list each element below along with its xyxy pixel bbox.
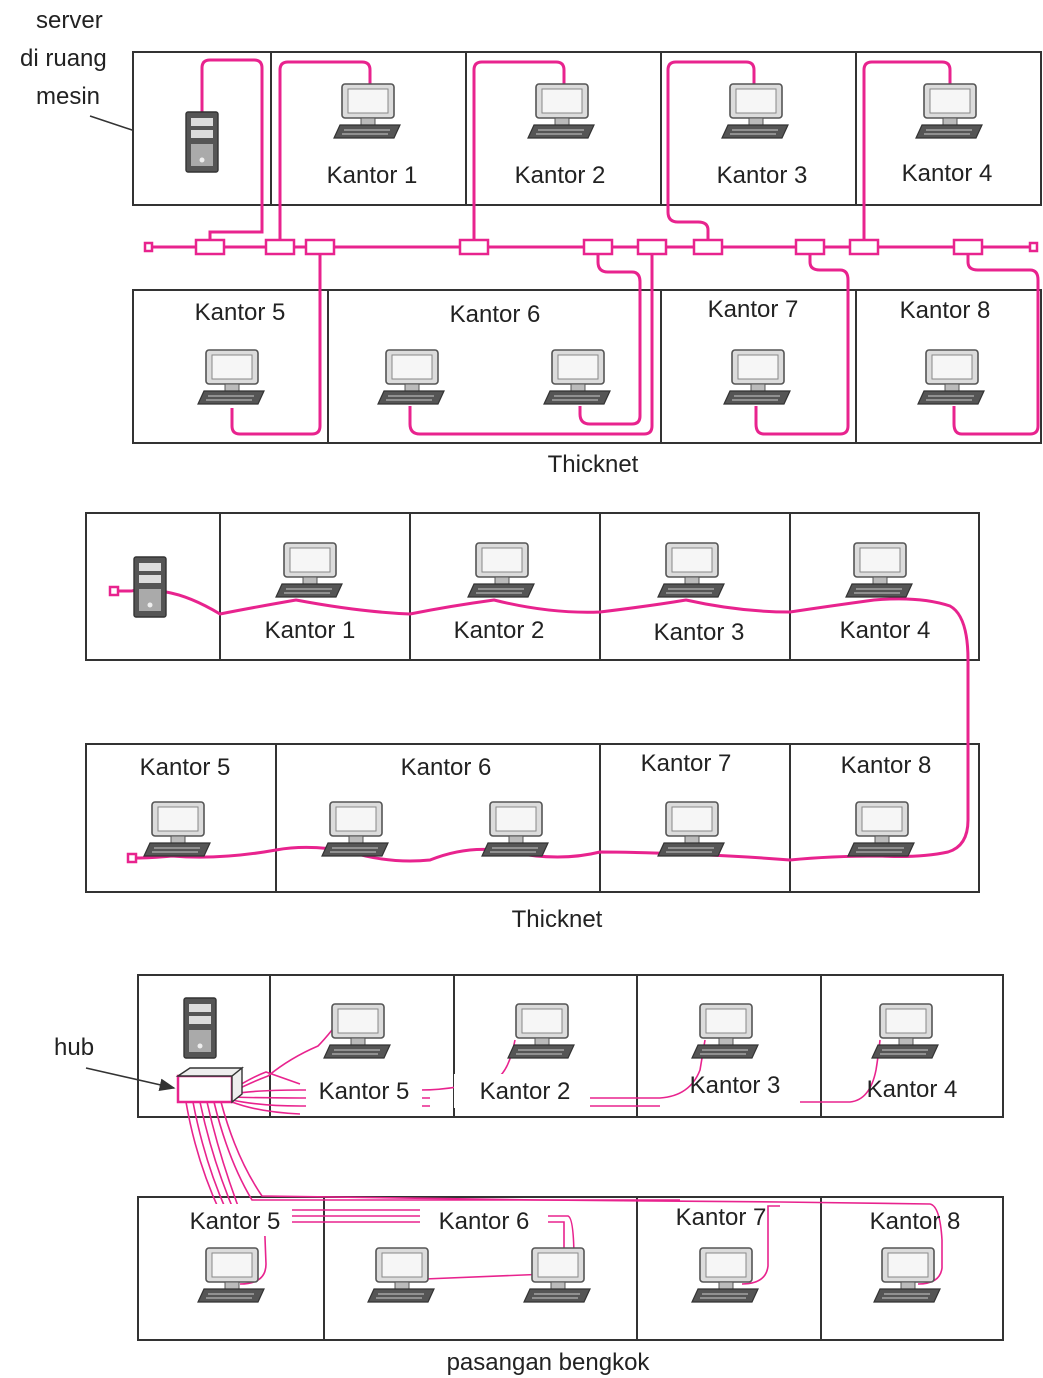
terminator: [143, 241, 154, 253]
monitor-icon: [197, 349, 265, 405]
monitor-icon: [527, 83, 595, 139]
room-kantor-5: [85, 743, 277, 893]
vampire-tap: [194, 238, 226, 256]
drop-cable: [666, 60, 756, 247]
office-label: Kantor 4: [867, 1076, 958, 1103]
monitor-icon: [467, 542, 535, 598]
server-label-line1: server: [36, 7, 103, 34]
diagram-twisted-pair-star: hub Kantor 5 Kantor 2 Kantor 3 Kantor 4 …: [54, 974, 1004, 1376]
monitor-icon: [507, 1003, 575, 1059]
office-label: Kantor 8: [870, 1208, 961, 1235]
office-label: Kantor 5: [195, 299, 286, 326]
hub-pointer-arrow: [85, 1067, 176, 1092]
office-label: Kantor 6: [401, 754, 492, 781]
label-background: [454, 1074, 590, 1108]
office-label: Kantor 6: [450, 301, 541, 328]
monitor-icon: [847, 801, 915, 857]
office-label: Kantor 3: [690, 1072, 781, 1099]
office-label: Kantor 3: [654, 619, 745, 646]
server-icon: [133, 556, 167, 618]
monitor-icon: [917, 349, 985, 405]
office-label: Kantor 5: [319, 1078, 410, 1105]
office-label: Kantor 8: [900, 297, 991, 324]
diagram-caption: pasangan bengkok: [447, 1349, 651, 1376]
office-label: Kantor 5: [140, 754, 231, 781]
monitor-icon: [691, 1003, 759, 1059]
office-label: Kantor 7: [708, 296, 799, 323]
monitor-icon: [657, 801, 725, 857]
diagram-caption: Thicknet: [548, 451, 639, 478]
monitor-icon: [871, 1003, 939, 1059]
monitor-icon: [873, 1247, 941, 1303]
monitor-icon: [523, 1247, 591, 1303]
monitor-icon: [197, 1247, 265, 1303]
monitor-icon: [333, 83, 401, 139]
monitor-icon: [367, 1247, 435, 1303]
label-background: [306, 1074, 422, 1108]
office-label: Kantor 7: [641, 750, 732, 777]
building-bottom: [85, 743, 980, 893]
drop-cable: [230, 247, 322, 436]
office-label: Kantor 1: [265, 617, 356, 644]
office-label: Kantor 2: [480, 1078, 571, 1105]
drop-cable: [578, 247, 642, 426]
vampire-tap: [794, 238, 826, 256]
vampire-tap: [458, 238, 490, 256]
vampire-tap: [304, 238, 336, 256]
office-label: Kantor 2: [515, 162, 606, 189]
vampire-tap: [636, 238, 668, 256]
drop-cable: [278, 60, 372, 247]
monitor-icon: [275, 542, 343, 598]
monitor-icon: [915, 83, 983, 139]
label-background: [180, 1204, 292, 1236]
office-label: Kantor 5: [190, 1208, 281, 1235]
label-background: [428, 1204, 544, 1236]
monitor-icon: [657, 542, 725, 598]
server-label-line3: mesin: [36, 83, 100, 110]
terminator: [1028, 241, 1039, 253]
vampire-tap: [952, 238, 984, 256]
server-icon: [183, 997, 217, 1059]
terminator: [108, 585, 120, 597]
office-label: Kantor 8: [841, 752, 932, 779]
terminator: [126, 852, 138, 864]
office-label: Kantor 3: [717, 162, 808, 189]
office-label: Kantor 6: [439, 1208, 530, 1235]
vampire-tap: [264, 238, 296, 256]
monitor-icon: [321, 801, 389, 857]
diagram-caption: Thicknet: [512, 906, 603, 933]
drop-cable: [408, 247, 654, 436]
monitor-icon: [723, 349, 791, 405]
diagram-thicknet-tapped: server di ruang mesin: [20, 7, 1042, 478]
office-label: Kantor 2: [454, 617, 545, 644]
office-label: Kantor 7: [676, 1204, 767, 1231]
hub-label: hub: [54, 1034, 94, 1061]
monitor-icon: [481, 801, 549, 857]
office-label: Kantor 1: [327, 162, 418, 189]
monitor-icon: [543, 349, 611, 405]
hub-icon: [175, 1066, 244, 1104]
drop-cable: [472, 60, 566, 247]
cable-taps: [194, 238, 984, 256]
drop-cable: [754, 247, 850, 436]
drop-cable: [200, 58, 264, 247]
diagram-thicknet-daisy-chain: Kantor 1 Kantor 2 Kantor 3 Kantor 4 Kant…: [85, 512, 980, 933]
drop-cable: [862, 60, 952, 247]
monitor-icon: [721, 83, 789, 139]
hub-icon: [176, 1074, 234, 1104]
drop-cable: [952, 247, 1040, 436]
server-icon: [185, 111, 219, 173]
monitor-icon: [845, 542, 913, 598]
server-label-line2: di ruang: [20, 45, 107, 72]
monitor-icon: [143, 801, 211, 857]
office-label: Kantor 4: [902, 160, 993, 187]
vampire-tap: [582, 238, 614, 256]
office-label: Kantor 4: [840, 617, 931, 644]
vampire-tap: [692, 238, 724, 256]
monitor-icon: [691, 1247, 759, 1303]
vampire-tap: [848, 238, 880, 256]
monitor-icon: [377, 349, 445, 405]
monitor-icon: [323, 1003, 391, 1059]
